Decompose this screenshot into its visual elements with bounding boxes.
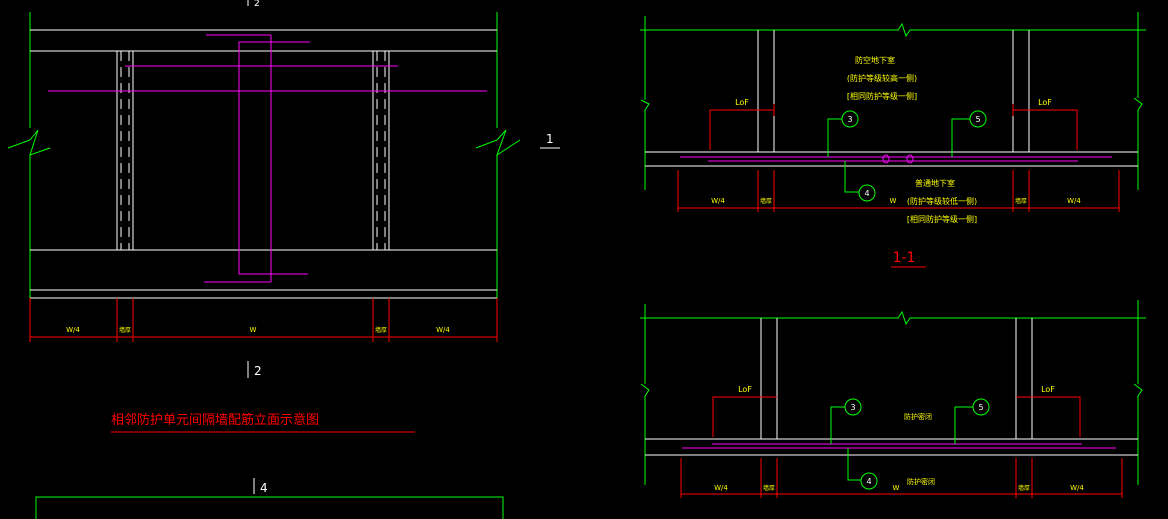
callout-number: 4 [864,189,869,198]
callout-number: 4 [866,477,871,486]
section-mark-extra-label: 4 [260,481,268,495]
callout-number: 5 [975,115,980,124]
rebar-elevation [48,34,487,283]
bottom-label: 普通地下室 [915,178,955,188]
callout-number: 3 [850,403,855,412]
lof-label: LoF [738,385,752,394]
callout-4: 4 [844,161,876,202]
dim-label: W [250,326,257,334]
dim-label: W/4 [66,326,80,334]
break-line-right [475,129,521,157]
callout-5: 5 [954,398,990,444]
dim-label: 墙厚 [763,484,775,492]
dim-label: W/4 [1067,197,1081,205]
callout-3: 3 [827,110,859,157]
section-mark-top-label: 2 [254,0,260,9]
rebar-section-1 [680,154,1112,164]
mid-label: 防护密闭 [904,412,932,421]
section-1-1: 防空地下室 (防护等级较高一侧) [相同防护等级一侧] LoF LoF 3 [640,12,1146,268]
section-2-dimension [680,458,1123,498]
section-mark-extra: 4 [253,478,268,495]
dim-label: W [890,197,897,205]
lof-label: LoF [735,98,749,107]
break-line-left [7,129,51,156]
dim-label: 墙厚 [1015,197,1027,205]
callout-number: 5 [978,403,983,412]
elevation-title: 相邻防护单元间隔墙配筋立面示意图 [111,412,415,433]
elevation-view: 2 [7,0,560,519]
callout-5: 5 [951,110,987,157]
bottom-label: [相同防护等级一侧] [907,214,977,224]
bottom-label: (防护等级较低一侧) [907,196,977,206]
section-caption: 1-1 [893,250,916,266]
lof-label: LoF [1041,385,1055,394]
dim-label: W/4 [711,197,725,205]
dim-label: 墙厚 [119,326,131,334]
callout-number: 3 [847,115,852,124]
rebar-section-2 [682,443,1116,449]
dim-label: 墙厚 [1018,484,1030,492]
section-2: LoF LoF 3 5 4 防护密闭 防护密闭 [640,300,1146,498]
lof-label: LoF [1038,98,1052,107]
section-mark-right-label: 1 [546,132,554,146]
dim-label: 墙厚 [760,197,772,205]
top-label: 防空地下室 [855,55,895,65]
section-1-dimension [677,170,1120,212]
elevation-dimension: W/4 墙厚 W 墙厚 W/4 [29,298,498,342]
lof-left: LoF [709,98,775,150]
dim-label: 墙厚 [375,326,387,334]
callout-3: 3 [830,398,862,444]
callout-4: 4 [847,448,878,490]
page-title: 相邻防护单元间隔墙配筋立面示意图 [111,412,319,428]
top-label: [相同防护等级一侧] [847,91,917,101]
section-mark-right: 1 [540,132,560,149]
section-mark-bottom: 2 [247,361,262,378]
dim-label: W/4 [714,484,728,492]
bottom-label: 防护密闭 [907,477,935,486]
lof-right: LoF [1012,98,1078,150]
top-label: (防护等级较高一侧) [847,73,917,83]
lof-left: LoF [712,385,777,437]
dim-label: W/4 [1070,484,1084,492]
section-mark-top: 2 [247,0,260,9]
dim-label: W [893,484,900,492]
section-mark-bottom-label: 2 [254,364,262,378]
lof-right: LoF [1016,385,1081,437]
dim-label: W/4 [436,326,450,334]
